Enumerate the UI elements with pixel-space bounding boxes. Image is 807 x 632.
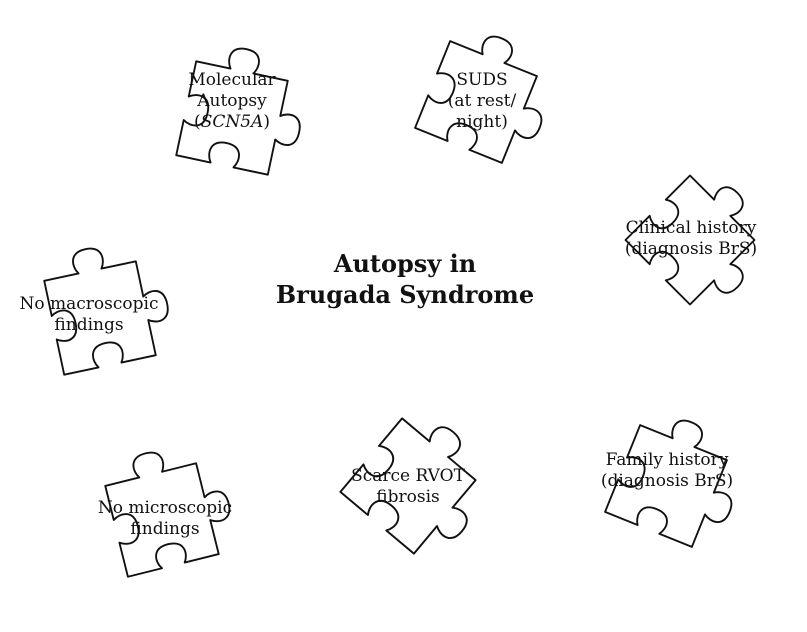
label-clinical-line-1: Clinical history <box>625 218 757 238</box>
label-molecular-autopsy: Molecular Autopsy (SCN5A) <box>172 70 292 133</box>
label-suds-line-2: (at rest/ <box>447 91 517 111</box>
label-molecular-line-2: Autopsy <box>197 91 267 111</box>
label-family-history: Family history (diagnosis BrS) <box>592 450 742 492</box>
paren-close: ) <box>263 112 270 132</box>
title-line-1: Autopsy in <box>333 249 477 278</box>
label-macroscopic-line-2: findings <box>54 315 124 335</box>
diagram-title: Autopsy in Brugada Syndrome <box>240 248 570 310</box>
label-suds-line-3: night) <box>456 112 508 132</box>
label-suds-line-1: SUDS <box>456 70 508 90</box>
label-macroscopic-line-1: No macroscopic <box>19 294 159 314</box>
label-molecular-line-3: (SCN5A) <box>172 112 292 133</box>
label-no-microscopic: No microscopic findings <box>90 498 240 540</box>
paren-open: ( <box>194 112 201 132</box>
label-scarce-rvot: Scarce RVOT fibrosis <box>348 466 468 508</box>
label-clinical-line-2: (diagnosis BrS) <box>624 239 758 259</box>
label-rvot-line-2: fibrosis <box>376 487 440 507</box>
label-family-line-2: (diagnosis BrS) <box>600 471 734 491</box>
label-family-line-1: Family history <box>605 450 729 470</box>
gene-name: SCN5A <box>200 112 264 132</box>
label-clinical-history: Clinical history (diagnosis BrS) <box>616 218 766 260</box>
label-microscopic-line-2: findings <box>130 519 200 539</box>
title-line-2: Brugada Syndrome <box>275 280 535 309</box>
label-no-macroscopic: No macroscopic findings <box>14 294 164 336</box>
label-microscopic-line-1: No microscopic <box>97 498 233 518</box>
label-molecular-line-1: Molecular <box>188 70 276 90</box>
label-rvot-line-1: Scarce RVOT <box>351 466 465 486</box>
label-suds: SUDS (at rest/ night) <box>432 70 532 133</box>
